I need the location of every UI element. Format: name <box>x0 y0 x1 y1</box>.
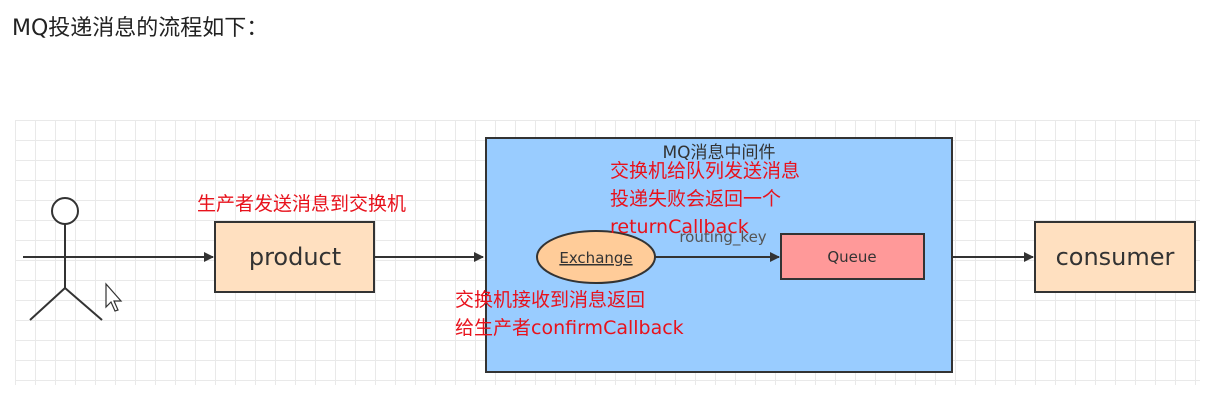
mq-flow-diagram: product MQ消息中间件 Exchange routing_key Que… <box>15 120 1200 385</box>
diagram-canvas: product MQ消息中间件 Exchange routing_key Que… <box>23 137 1196 373</box>
annotation-return-line3: returnCallback <box>610 216 749 238</box>
actor-icon <box>23 197 107 321</box>
exchange-label: Exchange <box>559 249 632 267</box>
product-label: product <box>249 243 341 271</box>
consumer-node <box>1034 221 1196 293</box>
annotation-return-line2: 投递失败会返回一个 <box>610 188 781 210</box>
annotation-confirm-line2: 给生产者confirmCallback <box>455 317 684 339</box>
annotation-send: 生产者发送消息到交换机 <box>197 193 406 215</box>
page-heading: MQ投递消息的流程如下： <box>12 16 269 41</box>
cursor-icon <box>105 282 123 312</box>
mq-container-title: MQ消息中间件 <box>662 143 775 163</box>
queue-node <box>780 233 925 280</box>
queue-label: Queue <box>827 248 876 266</box>
annotation-return-line1: 交换机给队列发送消息 <box>610 160 800 182</box>
product-node <box>214 221 375 293</box>
consumer-label: consumer <box>1056 243 1175 271</box>
routing-key-label: routing_key <box>679 228 766 247</box>
annotation-confirm-line1: 交换机接收到消息返回 <box>455 289 645 311</box>
